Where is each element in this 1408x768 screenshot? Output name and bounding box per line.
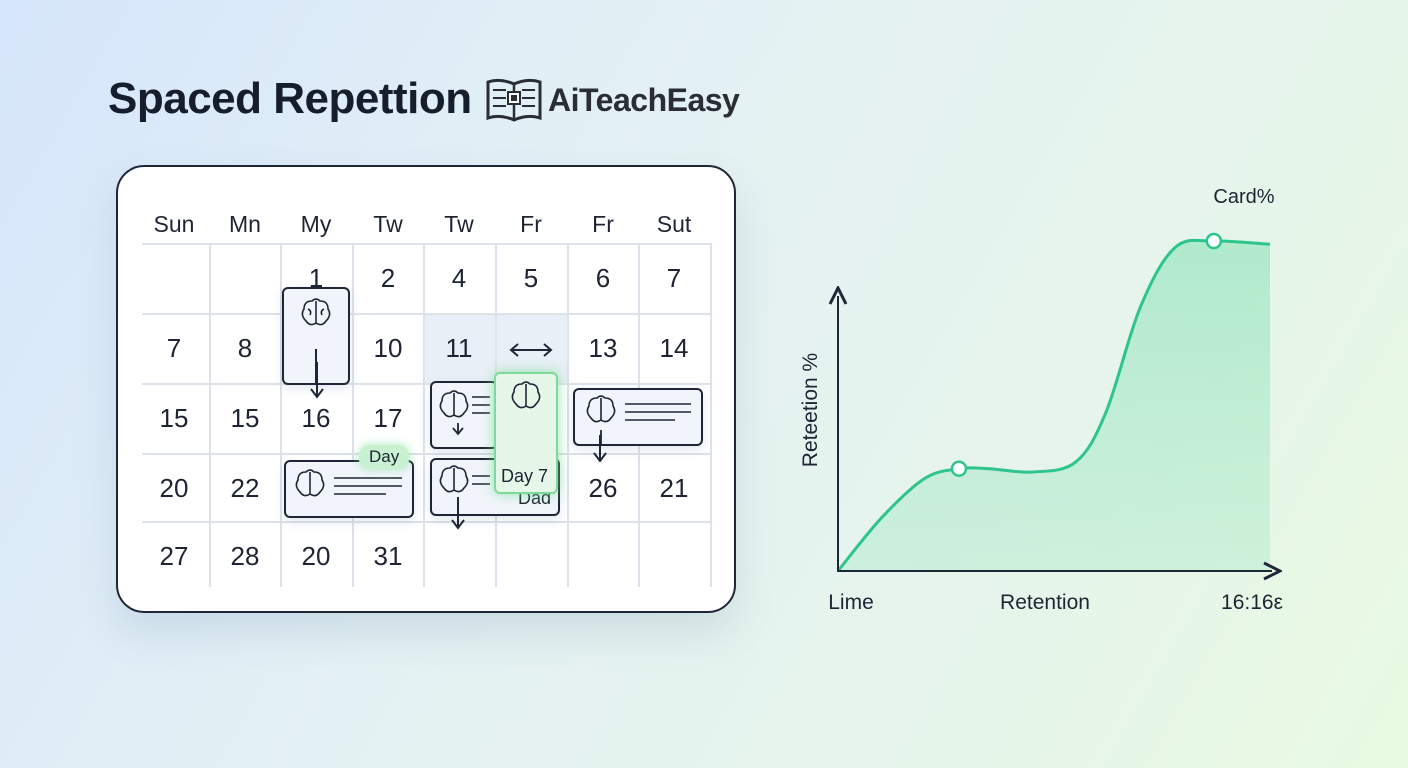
weekday-header: Fr bbox=[520, 211, 542, 237]
data-point-marker bbox=[1205, 232, 1223, 250]
brain-icon bbox=[511, 381, 541, 409]
retention-area bbox=[838, 240, 1270, 571]
brain-icon bbox=[301, 298, 331, 326]
day-number[interactable]: 8 bbox=[237, 333, 253, 363]
day-number[interactable]: 7 bbox=[166, 333, 182, 363]
brain-icon bbox=[439, 465, 469, 493]
highlighted-cell bbox=[495, 313, 567, 383]
data-point-marker bbox=[950, 460, 968, 477]
day-number[interactable]: 26 bbox=[588, 473, 618, 503]
day-number[interactable]: 2 bbox=[380, 263, 396, 293]
grid-line bbox=[423, 243, 425, 587]
x-label-lime: Lime bbox=[828, 591, 874, 614]
day-7-card[interactable]: Day 7 bbox=[494, 372, 558, 494]
day-number[interactable]: 16 bbox=[301, 403, 331, 433]
brain-icon bbox=[586, 395, 616, 423]
day-pill: Day bbox=[359, 445, 410, 469]
weekday-header: Mn bbox=[229, 211, 261, 237]
day-number[interactable]: 15 bbox=[159, 403, 189, 433]
review-card-my-row4[interactable] bbox=[284, 460, 414, 518]
day-number[interactable]: 7 bbox=[666, 263, 682, 293]
day-number[interactable]: 20 bbox=[301, 541, 331, 571]
day-number[interactable]: 15 bbox=[230, 403, 260, 433]
day-number[interactable]: 11 bbox=[445, 333, 473, 363]
card-label-day7: Day 7 bbox=[501, 466, 549, 486]
brain-icon bbox=[439, 390, 469, 418]
day-number[interactable]: 17 bbox=[373, 403, 403, 433]
review-card-fr-row3[interactable] bbox=[573, 388, 703, 446]
grid-line bbox=[209, 243, 211, 587]
weekday-header: Tw bbox=[373, 211, 403, 237]
day-number[interactable]: 1 bbox=[308, 263, 324, 293]
open-book-chip-icon bbox=[484, 72, 544, 128]
grid-line bbox=[142, 453, 710, 455]
grid-line bbox=[710, 243, 712, 587]
calendar-panel: Sun Mn My Tw Tw Fr Fr Sut 1 2 4 5 6 7 7 8 10 11 13 14 15 15 16… bbox=[116, 165, 736, 613]
x-label-time: 16:16ε bbox=[1221, 591, 1283, 614]
grid-line bbox=[142, 243, 710, 245]
grid-line bbox=[352, 243, 354, 587]
down-arrow-icon bbox=[310, 362, 324, 399]
down-arrow-icon bbox=[451, 497, 465, 530]
x-label-retention: Retention bbox=[1000, 591, 1090, 614]
brain-icon bbox=[295, 469, 325, 497]
day-number[interactable]: 20 bbox=[159, 473, 189, 503]
double-arrow-icon bbox=[509, 343, 553, 357]
day-number[interactable]: 14 bbox=[659, 333, 689, 363]
page-title: Spaced Repettion bbox=[108, 74, 472, 123]
day-number[interactable]: 5 bbox=[523, 263, 539, 293]
day-number[interactable]: 6 bbox=[595, 263, 611, 293]
weekday-header: My bbox=[300, 211, 332, 237]
highlighted-cell bbox=[423, 313, 495, 383]
weekday-header: Tw bbox=[444, 211, 474, 237]
grid-line bbox=[142, 383, 710, 385]
day-number[interactable]: 21 bbox=[659, 473, 689, 503]
card-percent-label: Card% bbox=[1213, 186, 1274, 208]
logo-text: AiTeachEasy bbox=[548, 81, 740, 118]
y-axis-label: Reteetion % bbox=[799, 353, 822, 467]
grid-line bbox=[142, 313, 710, 315]
logo: AiTeachEasy bbox=[484, 72, 740, 128]
down-arrow-icon bbox=[593, 435, 607, 463]
review-card-tw-row3[interactable] bbox=[430, 381, 498, 449]
weekday-header: Fr bbox=[592, 211, 614, 237]
day-number[interactable]: 13 bbox=[588, 333, 618, 363]
day-number[interactable]: 28 bbox=[230, 541, 260, 571]
grid-line bbox=[567, 243, 569, 587]
day-number[interactable]: 27 bbox=[159, 541, 189, 571]
grid-line bbox=[280, 243, 282, 587]
weekday-header: Sun bbox=[153, 211, 195, 237]
day-number[interactable]: 22 bbox=[230, 473, 260, 503]
day-number[interactable]: 10 bbox=[373, 333, 403, 363]
retention-curve bbox=[836, 238, 1271, 572]
day-number[interactable]: 31 bbox=[373, 541, 403, 571]
weekday-header: Sut bbox=[656, 211, 692, 237]
grid-line bbox=[142, 521, 710, 523]
day-number[interactable]: 4 bbox=[451, 263, 467, 293]
